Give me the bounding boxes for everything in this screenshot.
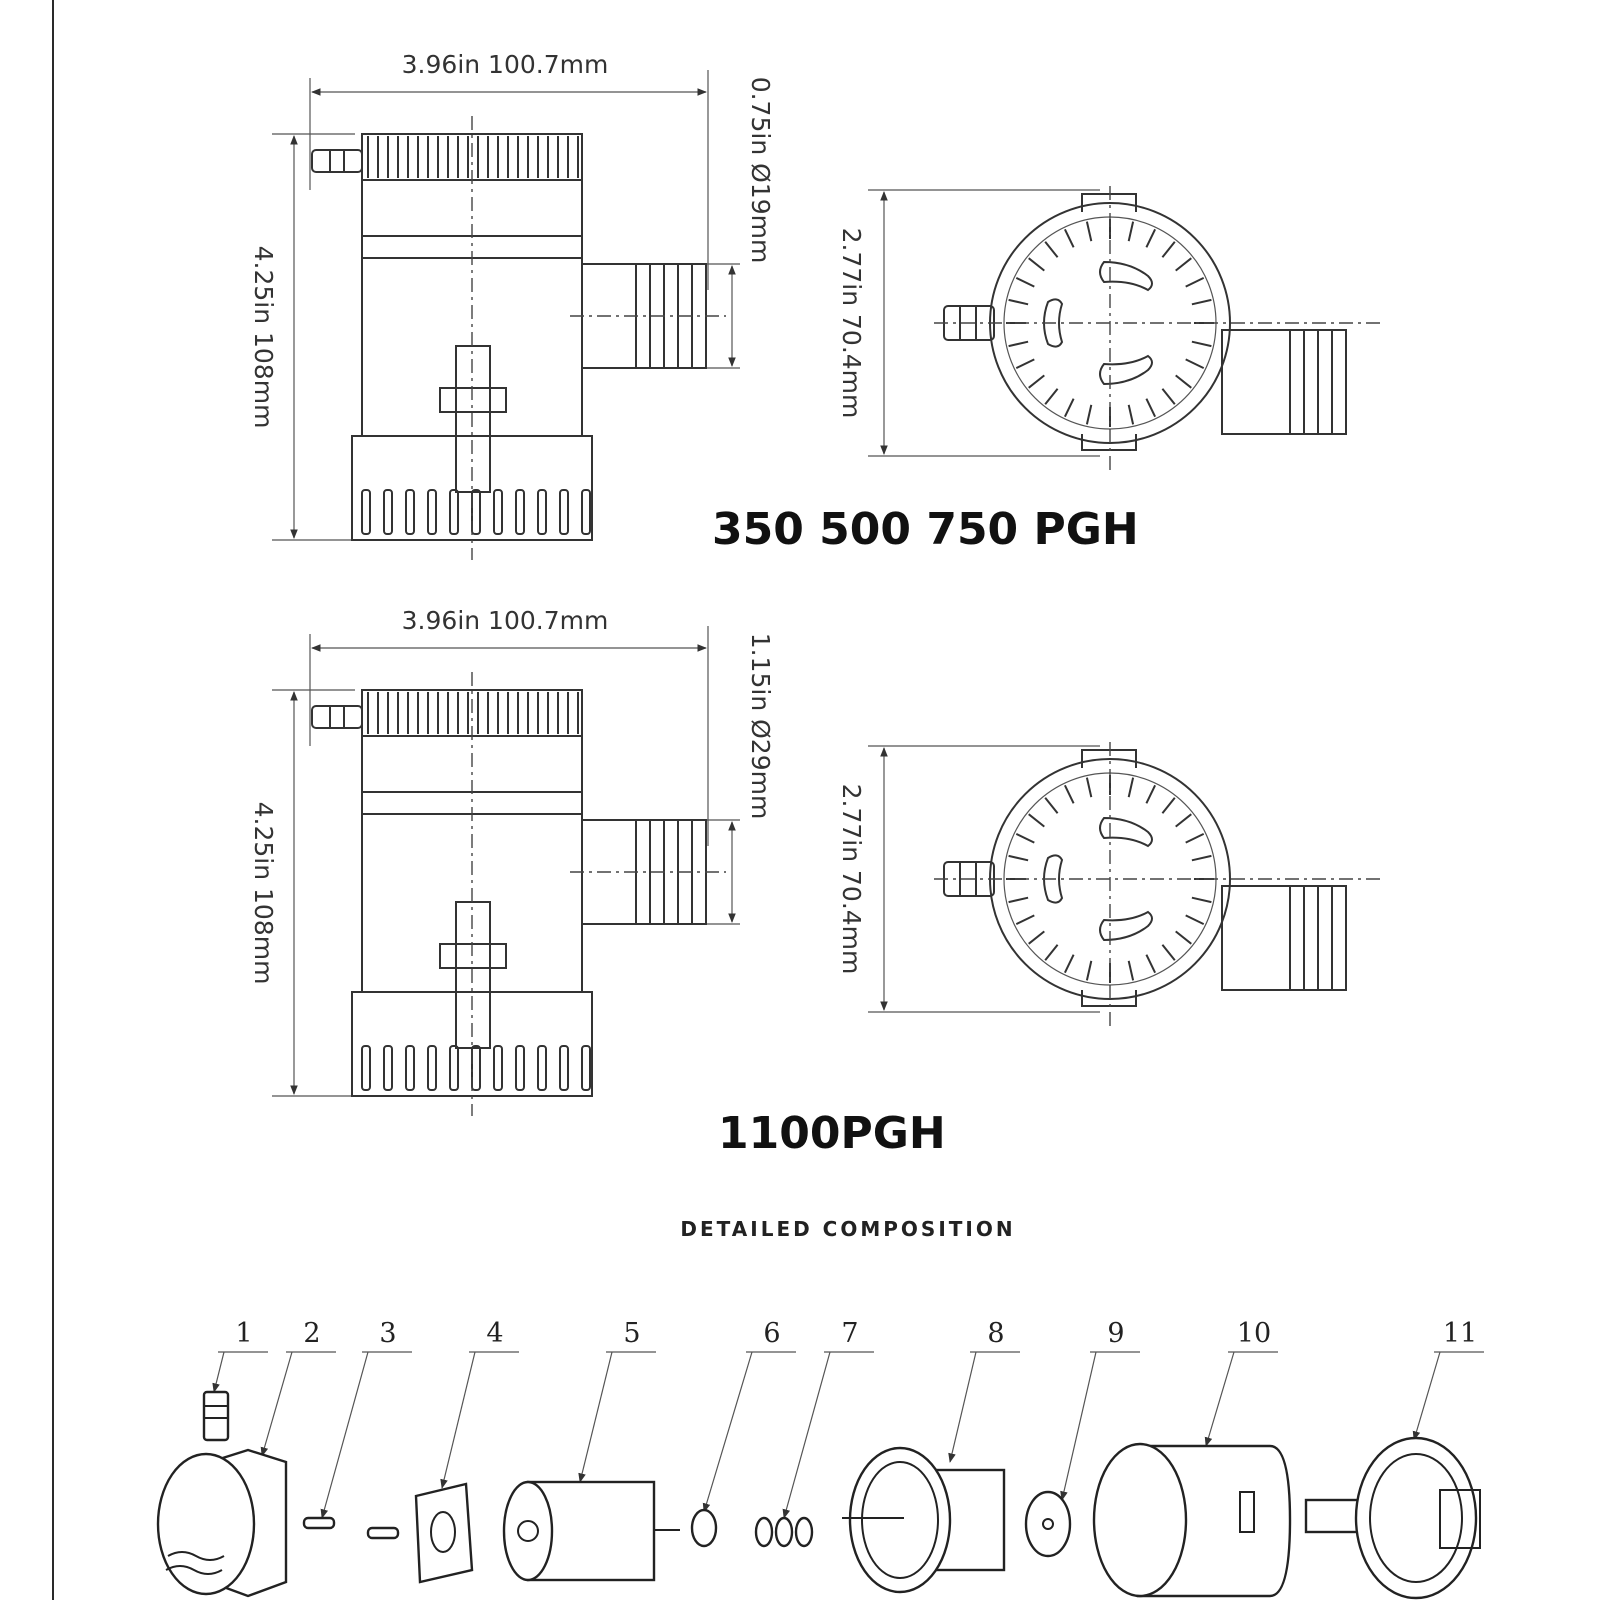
part-number-label: 5 [623,1318,640,1349]
part-number-label: 7 [841,1318,858,1349]
pump-block-1100: 3.96in 100.7mm 4.25in 108mm 1.15in Ø29mm… [249,606,1380,1116]
height-dimension-label: 4.25in 108mm [249,246,278,429]
part-leader-lines [212,1351,1484,1519]
exploded-parts [156,1390,1481,1600]
leader-line [1204,1351,1235,1447]
leader-line [1412,1351,1441,1441]
part-number-label: 2 [303,1318,320,1349]
part-number-label: 9 [1107,1318,1124,1349]
front-view-drawing [272,70,740,560]
height-dimension-label: 4.25in 108mm [249,802,278,985]
width-dimension-label: 3.96in 100.7mm [402,50,609,79]
model-label-1100: 1100PGH [718,1108,946,1159]
left-border-rule [52,0,54,1600]
model-label: 350 500 750 PGH [712,504,1139,555]
leader-line [320,1351,369,1519]
part-number-label: 6 [763,1318,780,1349]
part-8-impeller-housing [842,1446,1006,1594]
leader-line [212,1351,225,1393]
part-number-label: 1 [235,1318,252,1349]
part-2-top-cap [156,1448,288,1598]
part-5-motor [502,1480,680,1582]
leader-line [702,1351,753,1513]
part-3-screws [302,1516,400,1540]
outlet-dimension-label: 0.75in Ø19mm [746,77,775,264]
side-view-drawing [868,742,1380,1026]
part-1-hose-barb [202,1390,230,1442]
composition-heading: DETAILED COMPOSITION [680,1217,1015,1241]
part-9-impeller [1024,1490,1072,1558]
part-6-seal [690,1508,718,1548]
leader-line [782,1351,831,1519]
width-dimension-label: 3.96in 100.7mm [402,606,609,635]
side-view-drawing [868,186,1380,470]
part-7-washers [754,1516,814,1548]
part-number-label: 10 [1237,1318,1271,1349]
pump-block-350-750: 3.96in 100.7mm 4.25in 108mm 0.75in Ø19mm… [249,50,1380,560]
side-dimension-label: 2.77in 70.4mm [837,228,866,419]
outlet-dimension-label: 1.15in Ø29mm [746,633,775,820]
part-number-label: 3 [379,1318,396,1349]
leader-line [948,1351,977,1463]
leader-line [440,1351,476,1489]
leader-line [1060,1351,1097,1501]
part-number-label: 8 [987,1318,1004,1349]
part-10-pump-housing [1092,1442,1292,1598]
side-dimension-label: 2.77in 70.4mm [837,784,866,975]
part-11-strainer-base [1304,1436,1481,1600]
part-numbers: 1 2 3 4 5 6 7 8 9 10 11 [235,1318,1477,1349]
part-number-label: 11 [1443,1318,1477,1349]
part-number-label: 4 [486,1318,503,1349]
part-4-brush-plate [414,1482,474,1584]
leader-line [578,1351,613,1483]
leader-line [260,1351,293,1457]
front-view-drawing [272,626,740,1116]
